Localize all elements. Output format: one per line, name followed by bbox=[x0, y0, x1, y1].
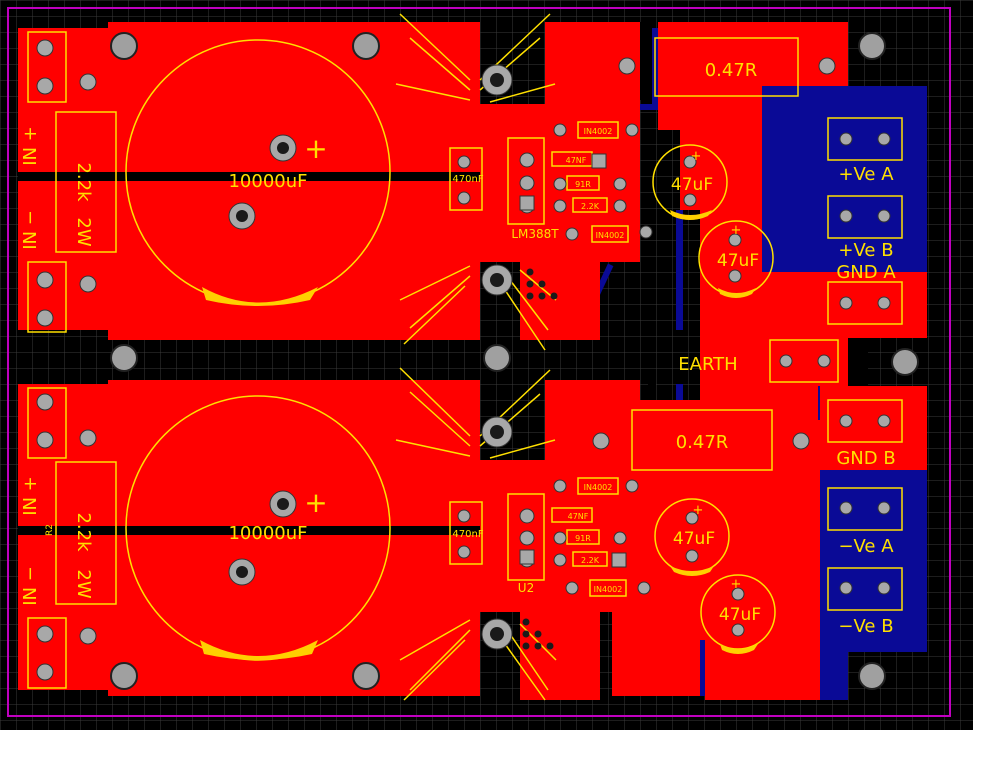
cap-47nf-label: 47NF bbox=[566, 156, 587, 165]
pad-holes bbox=[236, 73, 504, 641]
mounting-holes bbox=[110, 32, 919, 690]
cap-big-top-label: 10000uF bbox=[228, 171, 307, 192]
res-91r-label: 91R bbox=[575, 180, 591, 189]
cap-plus-mark: + bbox=[731, 223, 742, 238]
copper-gaps bbox=[18, 22, 868, 535]
res-2w-value: 2.2k bbox=[73, 162, 94, 202]
cap-47uf-label: 47uF bbox=[719, 605, 761, 625]
neg-b-label: −Ve B bbox=[838, 616, 893, 637]
square-pad bbox=[519, 549, 535, 565]
in-minus-label: IN − bbox=[20, 210, 41, 250]
via-clusters bbox=[522, 268, 558, 650]
cap-plus-mark: + bbox=[693, 503, 704, 518]
res-2k2-label: 2.2K bbox=[581, 556, 600, 565]
cap-47uf-label: 47uF bbox=[671, 175, 713, 195]
square-pad bbox=[519, 195, 535, 211]
res-91r-label: 91R bbox=[575, 534, 591, 543]
plus-mark: + bbox=[304, 132, 327, 165]
cap-47nf-label: 47NF bbox=[568, 512, 589, 521]
in-minus-label: IN − bbox=[20, 566, 41, 606]
res-bottom-label: 0.47R bbox=[676, 432, 729, 453]
res-2w-value: 2.2k bbox=[73, 512, 94, 552]
diode-label: IN4002 bbox=[596, 231, 625, 240]
pos-a-label: +Ve A bbox=[838, 164, 894, 185]
cap-470nf-label: 470nF bbox=[452, 174, 483, 185]
res-2w-rating: 2W bbox=[73, 569, 94, 598]
in-plus-label: IN + bbox=[20, 476, 41, 516]
res-2w-rating: 2W bbox=[73, 217, 94, 246]
r2-label: R2 bbox=[45, 524, 55, 536]
square-pad bbox=[611, 552, 627, 568]
silkscreen-text: 10000uF 10000uF + + 0.47R 0.47R 47uF 47u… bbox=[20, 60, 896, 637]
in-plus-label: IN + bbox=[20, 126, 41, 166]
cap-47uf-label: 47uF bbox=[673, 529, 715, 549]
cap-big-bottom-label: 10000uF bbox=[228, 523, 307, 544]
cap-470nf-label: 470nF bbox=[452, 529, 483, 540]
cap-47uf-label: 47uF bbox=[717, 251, 759, 271]
cap-plus-mark: + bbox=[731, 577, 742, 592]
pos-b-label: +Ve B bbox=[838, 240, 893, 261]
cap-plus-mark: + bbox=[691, 149, 702, 164]
board-outline bbox=[7, 7, 951, 717]
diode-label: IN4002 bbox=[594, 585, 623, 594]
earth-label: EARTH bbox=[678, 354, 737, 375]
plus-mark: + bbox=[304, 486, 327, 519]
gnd-b-label: GND B bbox=[836, 448, 895, 469]
neg-a-label: −Ve A bbox=[838, 536, 894, 557]
gnd-a-label: GND A bbox=[836, 262, 896, 283]
res-2k2-label: 2.2K bbox=[581, 202, 600, 211]
diode-label: IN4002 bbox=[584, 483, 613, 492]
cap-polarity-marks bbox=[200, 210, 758, 660]
regulator-label: U2 bbox=[518, 581, 534, 595]
res-top-label: 0.47R bbox=[705, 60, 758, 81]
diode-label: IN4002 bbox=[584, 127, 613, 136]
regulator-label: LM388T bbox=[511, 227, 559, 241]
square-pad bbox=[591, 153, 607, 169]
